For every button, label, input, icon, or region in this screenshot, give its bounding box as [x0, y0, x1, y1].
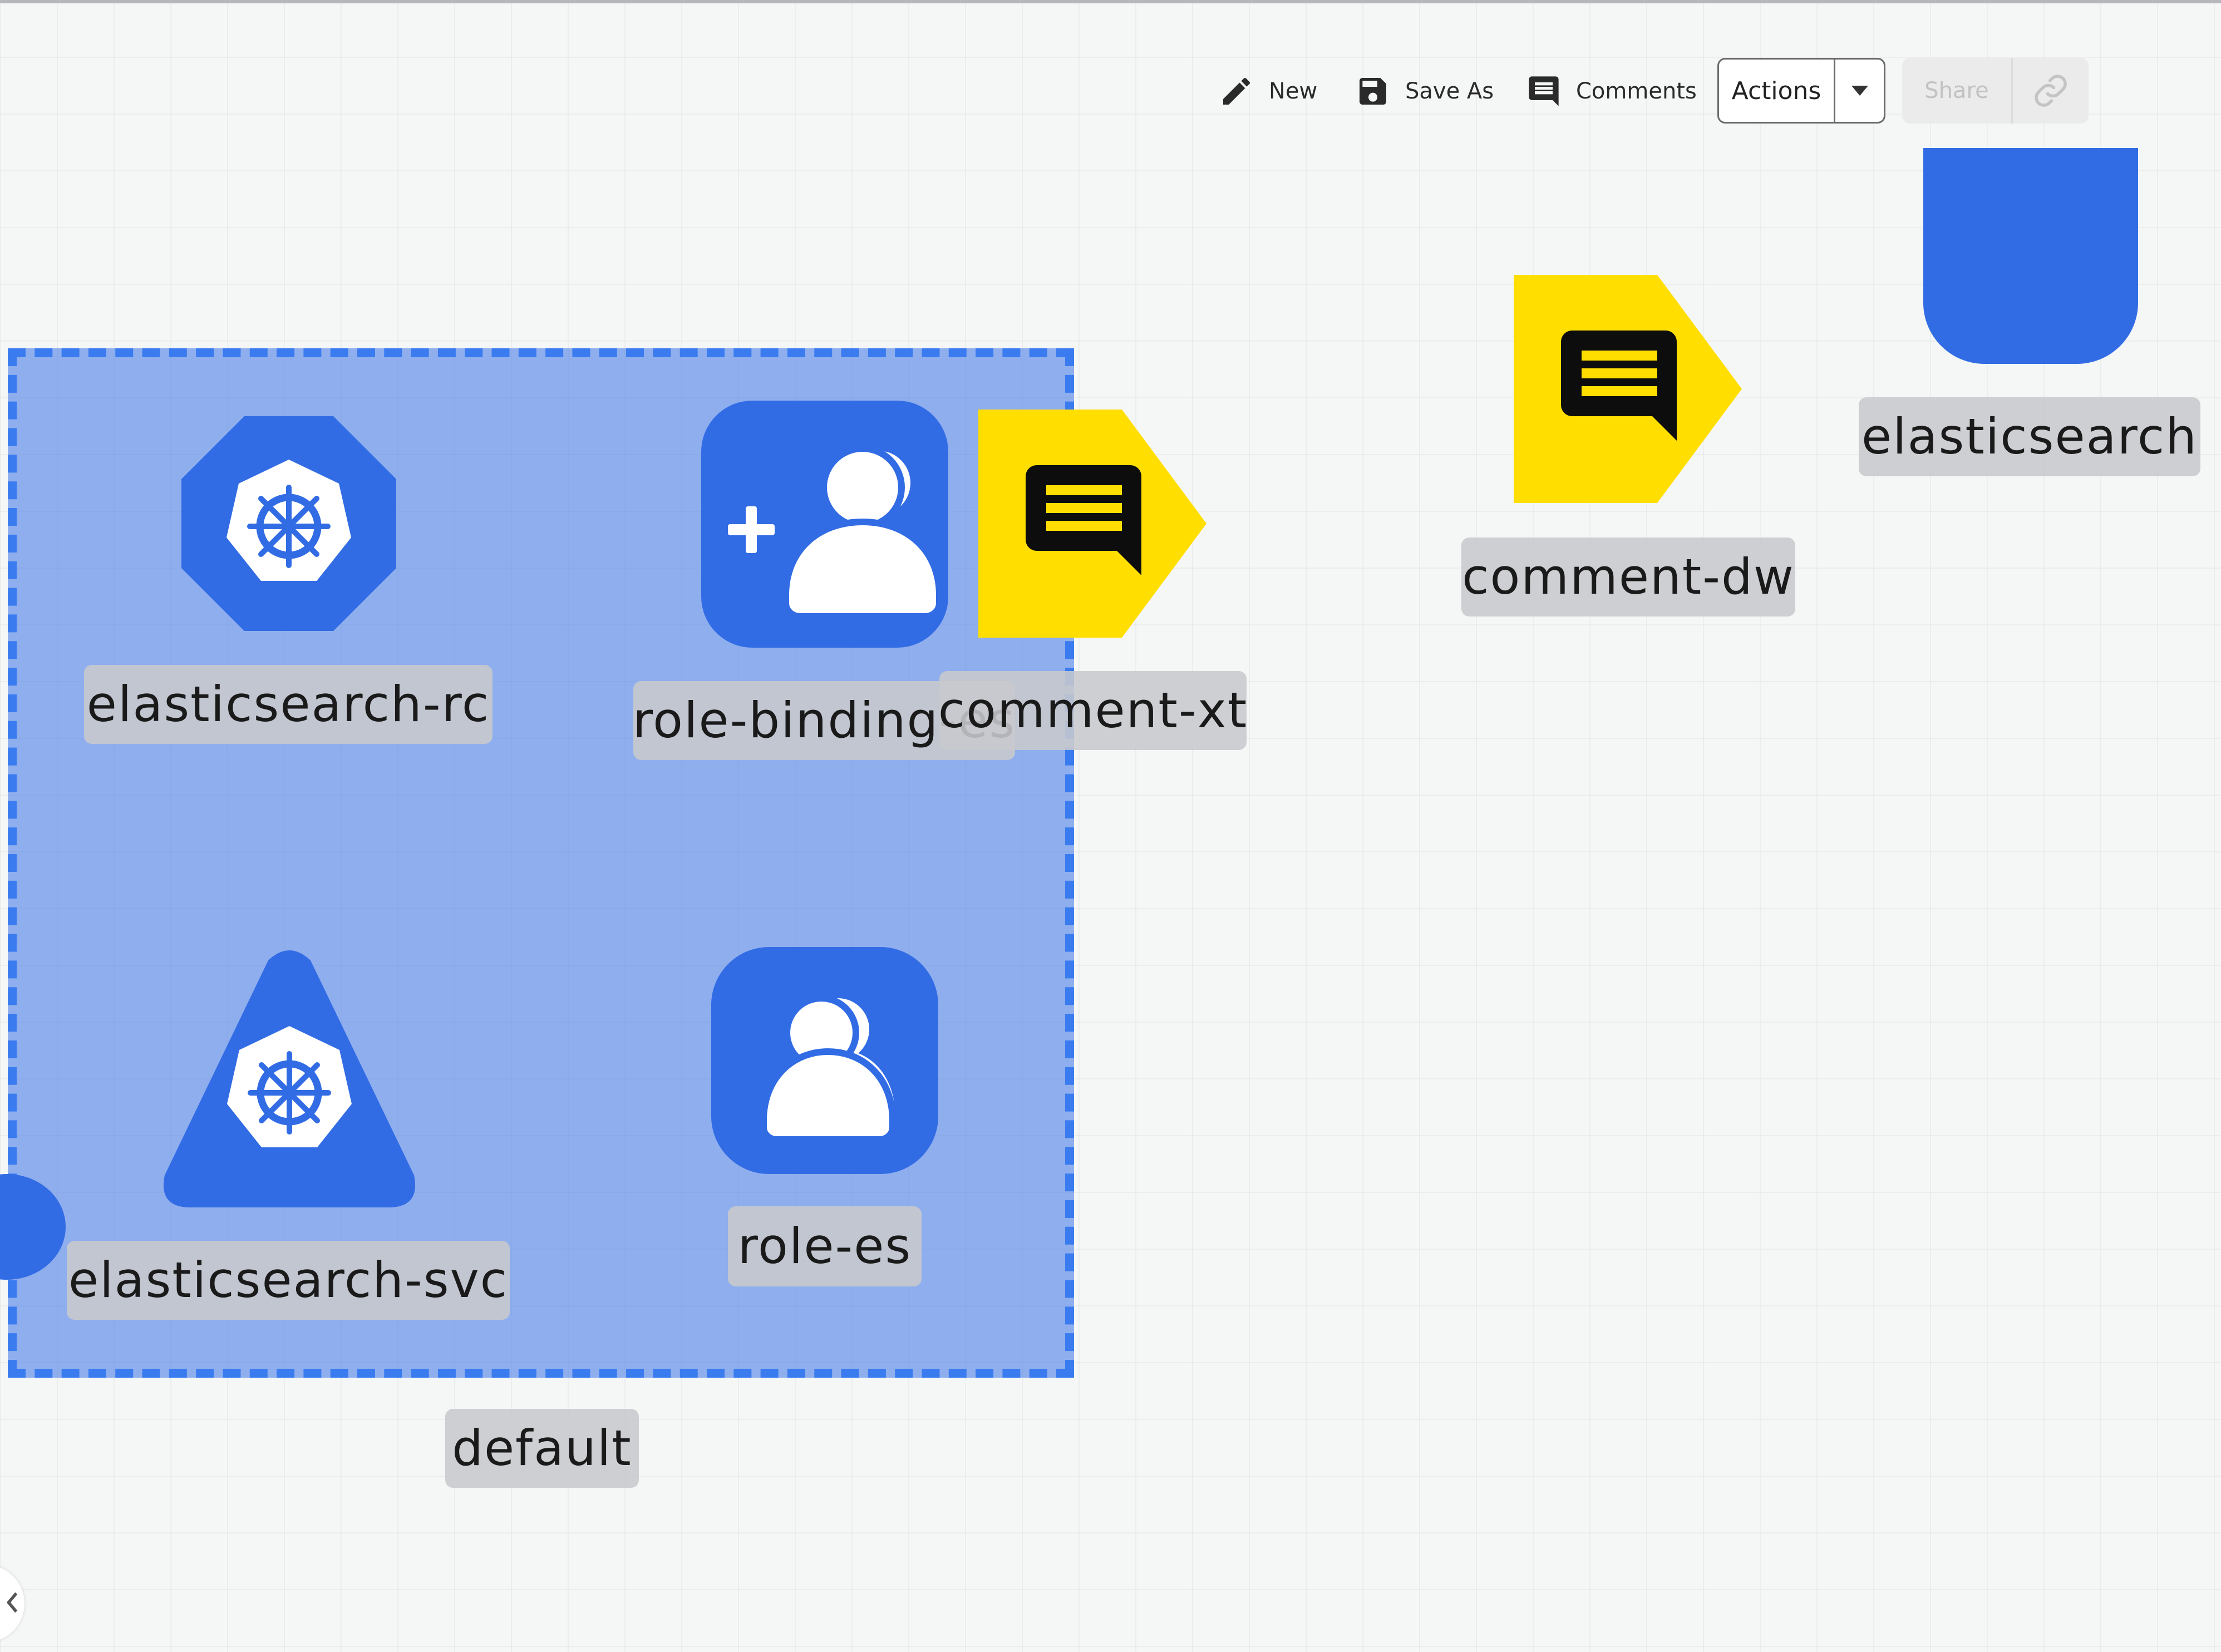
actions-split-button[interactable]: Actions — [1717, 58, 1885, 124]
save-icon — [1355, 73, 1391, 109]
node-comment-dw[interactable] — [1514, 275, 1742, 505]
node-label-comment-xt[interactable]: comment-xt — [938, 671, 1247, 750]
share-label[interactable]: Share — [1902, 58, 2013, 124]
chevron-down-icon[interactable] — [1835, 60, 1884, 122]
side-panel-toggle[interactable] — [0, 1565, 24, 1643]
node-label-elasticsearch[interactable]: elasticsearch — [1859, 397, 2200, 476]
save-as-label: Save As — [1405, 78, 1494, 104]
node-elasticsearch-svc[interactable] — [158, 948, 421, 1210]
node-comment-xt[interactable] — [978, 410, 1206, 640]
new-button[interactable]: New — [1219, 66, 1317, 117]
comment-icon — [1526, 73, 1562, 109]
save-as-button[interactable]: Save As — [1355, 66, 1494, 117]
link-icon[interactable] — [2013, 58, 2089, 124]
node-elasticsearch-rc[interactable] — [181, 416, 396, 633]
top-border — [0, 0, 2221, 3]
pencil-icon — [1219, 73, 1254, 109]
node-role-es[interactable] — [711, 947, 938, 1176]
new-label: New — [1269, 78, 1318, 104]
node-label-comment-dw[interactable]: comment-dw — [1461, 537, 1795, 617]
group-label-default[interactable]: default — [445, 1409, 639, 1488]
node-label-elasticsearch-svc[interactable]: elasticsearch-svc — [67, 1241, 510, 1320]
node-role-binding-es[interactable] — [701, 401, 948, 650]
comments-label: Comments — [1576, 78, 1697, 104]
chevron-left-icon — [3, 1590, 20, 1617]
node-label-elasticsearch-rc[interactable]: elasticsearch-rc — [84, 665, 493, 744]
node-elasticsearch[interactable] — [1923, 148, 2138, 364]
share-split-button[interactable]: Share — [1902, 58, 2089, 124]
actions-label[interactable]: Actions — [1719, 60, 1835, 122]
node-label-role-es[interactable]: role-es — [728, 1206, 922, 1286]
comments-button[interactable]: Comments — [1526, 66, 1697, 117]
